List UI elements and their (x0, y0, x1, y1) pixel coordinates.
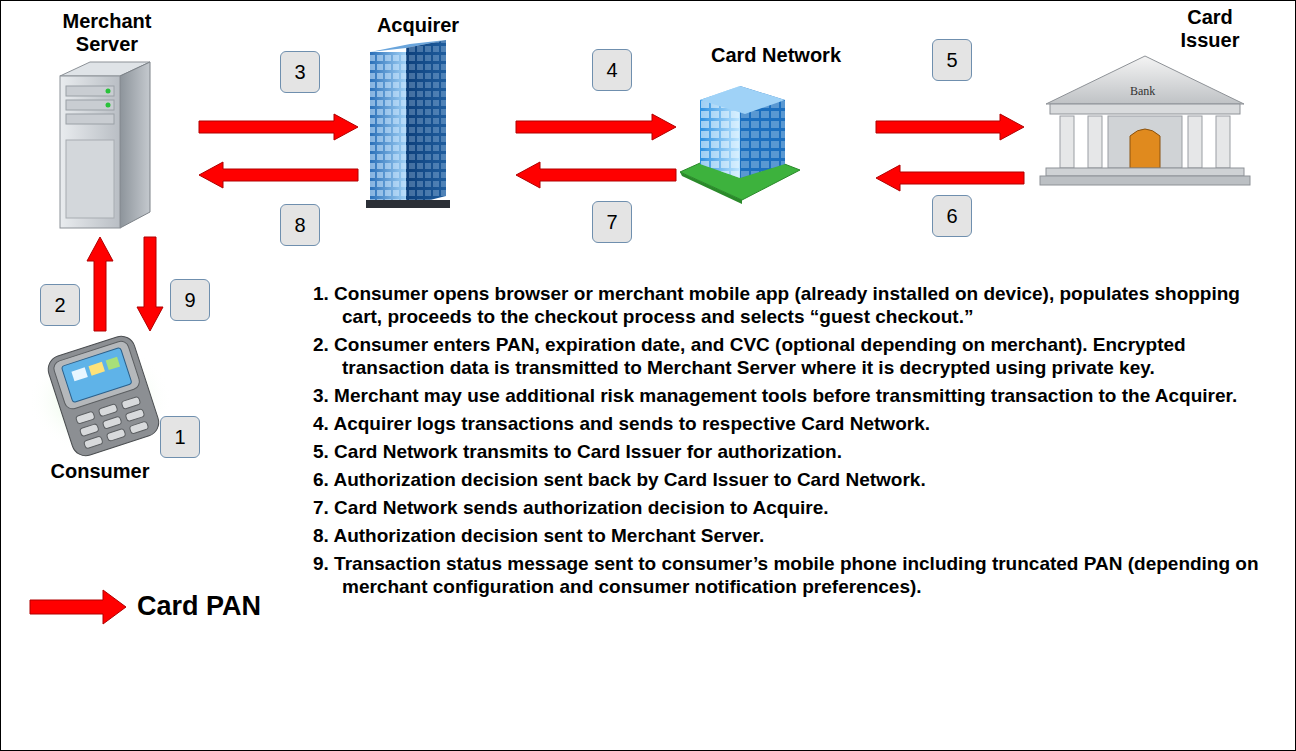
step-text: 1. Consumer opens browser or merchant mo… (313, 282, 1281, 328)
legend-arrow (30, 590, 126, 624)
entity-node: Card Issuer (1028, 4, 1260, 194)
entity-title: Consumer (35, 460, 165, 483)
callout-number: 9 (170, 279, 210, 321)
step-text: 9. Transaction status message sent to co… (313, 552, 1281, 598)
entity-node: Card Network (680, 40, 872, 205)
step-text: 8. Authorization decision sent to Mercha… (313, 524, 1281, 547)
flow-arrow (516, 162, 676, 188)
callout-number: 3 (280, 51, 320, 93)
flow-arrow (876, 114, 1024, 140)
flow-arrow (87, 237, 113, 331)
flow-arrow (516, 114, 676, 140)
entity-title: Acquirer (366, 14, 470, 37)
step-text: 7. Card Network sends authorization deci… (313, 496, 1281, 519)
step-text: 2. Consumer enters PAN, expiration date,… (313, 333, 1281, 379)
flow-arrow (137, 237, 163, 331)
network-building-icon (680, 86, 800, 204)
callout-number: 7 (592, 201, 632, 243)
mobile-phone-icon (28, 333, 172, 460)
entity-node: Acquirer (362, 12, 512, 212)
entity-node: Merchant Server (20, 8, 195, 233)
server-icon (60, 62, 150, 228)
arrow-shape (516, 114, 676, 140)
callout-number: 5 (932, 39, 972, 81)
legend-label: Card PAN (137, 590, 261, 622)
arrow-shape (516, 162, 676, 188)
arrow-shape (137, 237, 163, 331)
office-building-icon (366, 40, 450, 208)
entity-title: Card Issuer (1164, 6, 1256, 52)
callout-number: 8 (280, 204, 320, 246)
flow-arrow (876, 165, 1024, 191)
flow-arrow (199, 162, 358, 188)
entity-node: Consumer (25, 335, 175, 485)
step-text: 4. Acquirer logs transactions and sends … (313, 412, 1281, 435)
entity-title: Card Network (694, 44, 858, 67)
arrow-shape (199, 162, 358, 188)
bank-sign: Bank (1130, 84, 1155, 99)
arrow-shape (199, 114, 358, 140)
callout-number: 1 (160, 416, 200, 458)
step-text: 6. Authorization decision sent back by C… (313, 468, 1281, 491)
arrow-shape (876, 165, 1024, 191)
callout-number: 6 (932, 195, 972, 237)
bank-icon (1040, 56, 1250, 185)
step-text: 5. Card Network transmits to Card Issuer… (313, 440, 1281, 463)
arrow-shape (876, 114, 1024, 140)
arrow-shape (87, 237, 113, 331)
flow-arrow (199, 114, 358, 140)
step-text: 3. Merchant may use additional risk mana… (313, 384, 1281, 407)
callout-number: 2 (40, 284, 80, 326)
callout-number: 4 (592, 49, 632, 91)
entity-title: Merchant Server (42, 10, 172, 56)
step-list: 1. Consumer opens browser or merchant mo… (313, 282, 1281, 603)
